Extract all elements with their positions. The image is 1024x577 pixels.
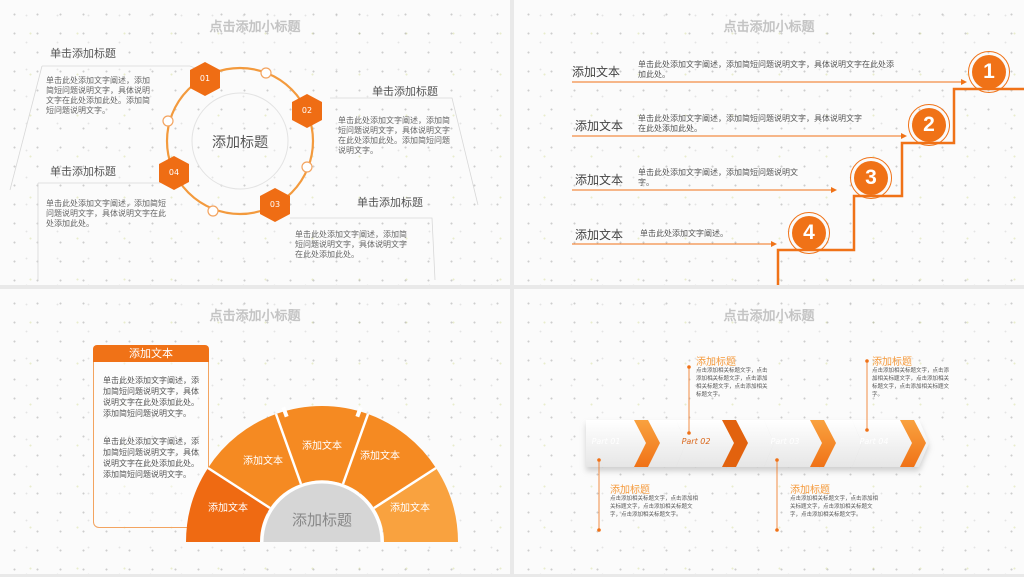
- item-title-02[interactable]: 单击添加标题: [372, 85, 438, 98]
- item-body-01[interactable]: 单击此处添加文字阐述，添加简短问题说明文字，具体说明文字在此处添加此处。添加简短…: [46, 76, 150, 115]
- step-ring-3: [850, 157, 892, 199]
- part-label-01[interactable]: Part 01: [591, 437, 621, 446]
- slide-timeline[interactable]: 点击添加小标题: [514, 289, 1024, 574]
- step-number-1[interactable]: 1: [972, 55, 1006, 89]
- callout-title-1[interactable]: 添加标题: [696, 357, 736, 368]
- fan-segment-5: [374, 468, 458, 542]
- step-number-4[interactable]: 4: [792, 216, 826, 250]
- fan-label-3[interactable]: 添加文本: [302, 441, 342, 452]
- fan-segment-2: [208, 414, 301, 508]
- slide-steps[interactable]: 点击添加小标题 1 2 3 4 添加文本 单击此处添加文字阐述，添加简短问题说明…: [514, 0, 1024, 285]
- callout-title-2[interactable]: 添加标题: [872, 357, 912, 368]
- fan-segment-4: [343, 414, 436, 508]
- slide-fan[interactable]: 点击添加小标题 添加文本 单击此处添加文字阐述，添加简短问题说明文字，具体说明文…: [0, 289, 510, 574]
- item-body-02[interactable]: 单击此处添加文字阐述，添加简短问题说明文字，具体说明文字在此处添加此处。添加简短…: [338, 116, 450, 155]
- step-body-4[interactable]: 单击此处添加文字阐述。: [640, 229, 728, 238]
- item-body-04[interactable]: 单击此处添加文字阐述，添加简短问题说明文字，具体说明文字在此处添加此处。: [46, 199, 166, 228]
- slide-cycle[interactable]: 点击添加小标题 01 02 03 04 添加标题 单击添加标题 单击此处添加文字…: [0, 0, 510, 285]
- fan-label-5[interactable]: 添加文本: [390, 503, 430, 514]
- slide-subtitle: 点击添加小标题: [723, 20, 815, 35]
- callout-body-3[interactable]: 点击添加相关标题文字，点击添加相关标题文字，点击添加相关标题文字，点击添加相关标…: [610, 496, 699, 518]
- callout-body-1[interactable]: 点击添加相关标题文字，点击添加相关标题文字，点击添加相关标题文字，点击添加相关标…: [696, 368, 768, 398]
- fan-segment-1: [186, 468, 270, 542]
- callout-body-4[interactable]: 点击添加相关标题文字，点击添加相关标题文字，点击添加相关标题文字，点击添加相关标…: [790, 496, 879, 518]
- step-ring-4: [788, 212, 830, 254]
- text-box: [93, 362, 209, 528]
- step-number-3[interactable]: 3: [854, 161, 888, 195]
- fan-label-4[interactable]: 添加文本: [360, 451, 400, 462]
- step-label-3[interactable]: 添加文本: [575, 173, 624, 187]
- cycle-diagram: [9, 62, 479, 281]
- fan-diagram: [186, 405, 458, 543]
- text-box-para-1[interactable]: 单击此处添加文字阐述，添加简短问题说明文字，具体说明文字在此处添加此处。添加简短…: [103, 376, 199, 418]
- item-title-01[interactable]: 单击添加标题: [50, 47, 116, 60]
- item-body-03[interactable]: 单击此处添加文字阐述，添加简短问题说明文字，具体说明文字在此处添加此处。: [295, 230, 407, 259]
- slide-subtitle: 点击添加小标题: [723, 309, 815, 324]
- step-body-2[interactable]: 单击此处添加文字阐述，添加简短问题说明文字，具体说明文字在此处添加此处。: [638, 114, 862, 133]
- hex-label-04: 04: [168, 168, 180, 177]
- step-label-1[interactable]: 添加文本: [572, 65, 621, 79]
- text-box-para-2[interactable]: 单击此处添加文字阐述，添加简短问题说明文字，具体说明文字在此处添加此处。添加简短…: [103, 437, 199, 479]
- part-label-04[interactable]: Part 04: [859, 437, 889, 446]
- fan-label-2[interactable]: 添加文本: [243, 456, 283, 467]
- hex-label-01: 01: [199, 74, 211, 83]
- fan-center-title[interactable]: 添加标题: [291, 511, 352, 529]
- slide-subtitle: 点击添加小标题: [209, 20, 301, 35]
- item-title-03[interactable]: 单击添加标题: [357, 196, 423, 209]
- text-box-header[interactable]: 添加文本: [93, 345, 209, 362]
- step-body-3[interactable]: 单击此处添加文字阐述，添加简短问题说明文字。: [638, 168, 798, 187]
- callout-title-4[interactable]: 添加标题: [790, 485, 830, 496]
- item-title-04[interactable]: 单击添加标题: [50, 165, 116, 178]
- fan-label-1[interactable]: 添加文本: [208, 503, 248, 514]
- hex-label-02: 02: [301, 106, 313, 115]
- step-ring-1: [968, 51, 1010, 93]
- step-number-2[interactable]: 2: [912, 108, 946, 142]
- step-label-2[interactable]: 添加文本: [575, 119, 624, 133]
- cycle-center-title[interactable]: 添加标题: [212, 135, 268, 151]
- fan-center: [262, 482, 382, 542]
- callout-title-3[interactable]: 添加标题: [610, 485, 650, 496]
- part-label-03[interactable]: Part 03: [770, 437, 800, 446]
- step-body-1[interactable]: 单击此处添加文字阐述，添加简短问题说明文字，具体说明文字在此处添加此处。: [638, 60, 894, 79]
- step-ring-2: [908, 104, 950, 146]
- part-label-02[interactable]: Part 02: [681, 437, 711, 446]
- fan-segment-3: [276, 405, 368, 484]
- hex-label-03: 03: [269, 200, 281, 209]
- slide-subtitle: 点击添加小标题: [209, 309, 301, 324]
- step-label-4[interactable]: 添加文本: [575, 228, 624, 242]
- timeline-diagram: [586, 359, 929, 532]
- callout-body-2[interactable]: 点击添加相关标题文字，点击添加相关标题文字，点击添加相关标题文字，点击添加相关标…: [872, 368, 950, 398]
